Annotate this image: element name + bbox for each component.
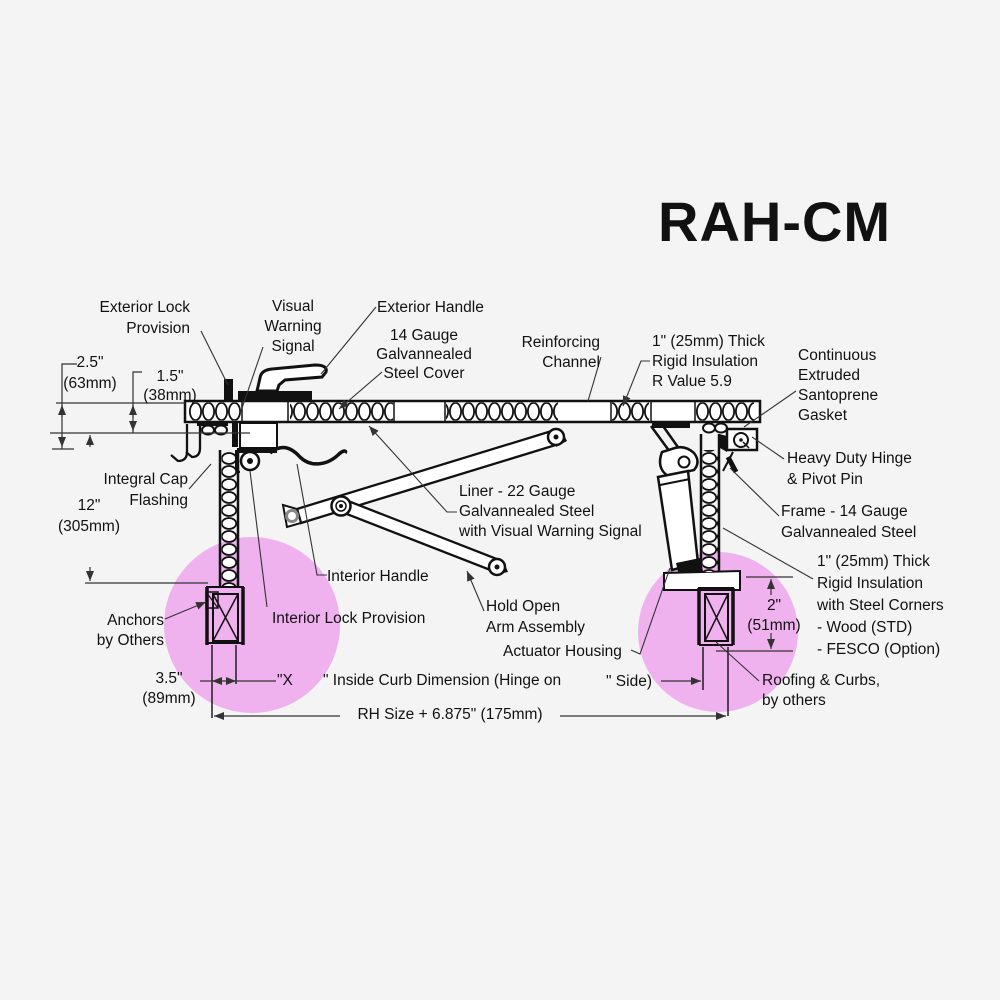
right-wood-blocking: [697, 587, 735, 716]
exterior-handle-base: [238, 391, 312, 401]
callout-integral-cap-flashing: Integral Cap Flashing: [103, 471, 188, 509]
callout-roofing-curbs: Roofing & Curbs, by others: [762, 672, 881, 709]
callout-steel-corners: 1" (25mm) Thick Rigid Insulation with St…: [817, 553, 944, 658]
dimension-curb-label: " Inside Curb Dimension (Hinge on: [323, 672, 562, 689]
hold-open-arm-assembly: [281, 427, 567, 577]
hinge-assembly: [719, 427, 759, 474]
cap-flashing: [170, 424, 202, 463]
highlight-circle-right: [638, 552, 798, 712]
right-curb: [699, 434, 721, 572]
left-wood-blocking: [205, 586, 245, 718]
callout-interior-handle: Interior Handle: [327, 568, 429, 585]
dimension-curb-x: "X: [277, 672, 293, 689]
dimension-2-5in: 2.5" (63mm): [63, 354, 117, 392]
exterior-lock-block: [224, 379, 233, 401]
cover-assembly: [183, 391, 762, 428]
latch-mechanism: [235, 422, 278, 473]
drawing-title: RAH-CM: [658, 190, 892, 253]
dimension-12in: 12" (305mm): [57, 497, 120, 535]
callout-steel-cover: 14 Gauge Galvannealed Steel Cover: [376, 327, 472, 382]
interior-handle-shape: [268, 445, 348, 466]
highlight-circle-left: [164, 537, 340, 713]
gaskets: [197, 422, 728, 436]
callout-anchors: Anchors by Others: [96, 612, 164, 649]
dimension-1-5in: 1.5" (38mm): [143, 368, 197, 404]
actuator: [649, 425, 741, 591]
dimension-curb-side: " Side): [606, 673, 652, 690]
callout-exterior-lock: Exterior Lock Provision: [99, 299, 190, 337]
anchor-clip: [205, 591, 219, 609]
callout-visual-warning-signal: Visual Warning Signal: [264, 298, 322, 355]
dimension-rh-size: RH Size + 6.875" (175mm): [357, 706, 543, 723]
leader-lines: [164, 306, 814, 682]
callout-heavy-duty-hinge: Heavy Duty Hinge & Pivot Pin: [787, 450, 912, 488]
callout-reinforcing-channel: Reinforcing Channel: [521, 334, 600, 371]
exterior-handle-shape: [255, 363, 328, 393]
callout-actuator-housing: Actuator Housing: [503, 643, 622, 660]
callout-exterior-handle: Exterior Handle: [377, 299, 484, 316]
callout-rigid-insulation: 1" (25mm) Thick Rigid Insulation R Value…: [652, 333, 765, 390]
dimension-lines: [50, 363, 793, 720]
callout-frame: Frame - 14 Gauge Galvannealed Steel: [781, 503, 917, 541]
callout-liner: Liner - 22 Gauge Galvannealed Steel with…: [459, 483, 642, 540]
callout-hold-open-arm: Hold Open Arm Assembly: [486, 598, 586, 636]
callout-interior-lock: Interior Lock Provision: [272, 610, 426, 627]
dimension-2in: 2" (51mm): [747, 597, 801, 634]
callout-santoprene-gasket: Continuous Extruded Santoprene Gasket: [798, 347, 879, 424]
dimension-3-5in: 3.5" (89mm): [142, 670, 196, 707]
left-curb: [218, 423, 240, 587]
